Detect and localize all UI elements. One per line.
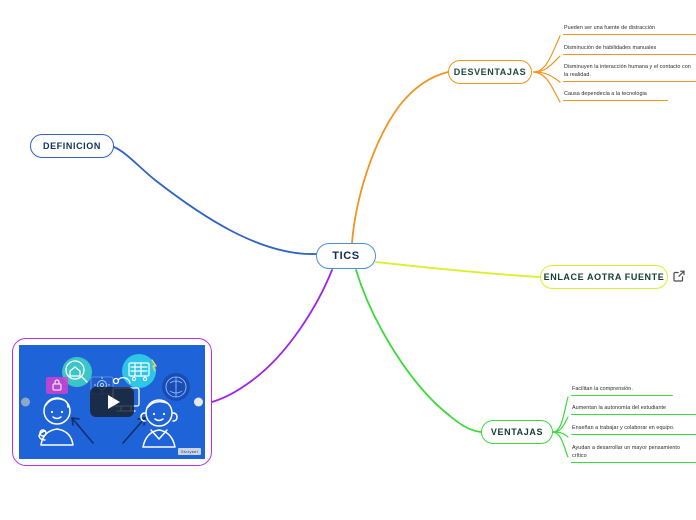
leaf-text: Ayudan a desarrollar un mayor pensamient… [572,445,681,459]
leaf-ventaja-3[interactable]: Ayudan a desarrollar un mayor pensamient… [571,445,696,465]
leaf-text: Causa dependecia a la tecnologia [564,91,647,97]
edge-ventaja-3 [552,431,569,458]
edge-ventaja-2 [552,431,569,438]
leaf-desventaja-2[interactable]: Disminuyen la interacción humana y el co… [563,64,696,84]
leaf-ventaja-0[interactable]: Facilitan la comprensión. [571,386,673,398]
leaf-underline [571,461,696,464]
edge-definicion [113,146,317,255]
leaf-underline [563,99,668,102]
leaf-underline [563,33,696,36]
node-enlace-a-otra-fuente[interactable]: ENLACE AOTRA FUENTE [540,265,668,289]
leaf-underline [563,80,696,83]
node-definicion[interactable]: DEFINICION [30,134,114,158]
leaf-desventaja-3[interactable]: Causa dependecia a la tecnologia [563,91,668,103]
play-button[interactable] [90,387,134,417]
leaf-underline [571,413,696,416]
node-tics-root[interactable]: TICS [316,243,376,269]
video-prev-dot[interactable] [21,397,30,407]
leaf-underline [571,394,673,397]
node-ventajas[interactable]: VENTAJAS [481,420,553,444]
edge-ventajas [355,269,482,433]
node-label: TICS [332,250,360,262]
leaf-text: Pueden ser una fuente de distracción [564,25,656,31]
node-label: ENLACE AOTRA FUENTE [543,272,665,282]
leaf-text: Aumentan la autonomía del estudiante [572,405,667,411]
edge-desventajas [351,71,449,244]
leaf-text: Disminuyen la interacción humana y el co… [564,64,691,78]
leaf-ventaja-2[interactable]: Enseñan a trabajar y colaborar en equipo… [571,425,696,437]
video-thumbnail[interactable]: Storyset [19,345,205,459]
edge-ventaja-0 [552,396,569,433]
leaf-underline [563,53,696,56]
video-next-dot[interactable] [194,397,203,407]
leaf-ventaja-1[interactable]: Aumentan la autonomía del estudiante [571,405,696,417]
leaf-text: Enseñan a trabajar y colaborar en equipo… [572,425,675,431]
play-icon [107,395,120,409]
leaf-desventaja-0[interactable]: Pueden ser una fuente de distracción [563,25,696,37]
leaf-text: Disminución de habilidades manuales [564,45,657,51]
node-label: DESVENTAJAS [453,67,527,77]
edge-ventaja-1 [552,416,569,433]
external-link-icon[interactable] [672,269,686,283]
edge-desventaja-2 [533,71,561,83]
edge-desventaja-3 [533,71,561,103]
node-desventajas[interactable]: DESVENTAJAS [448,60,532,84]
edge-video [211,269,333,403]
node-label: DEFINICION [42,141,101,151]
leaf-underline [571,433,696,436]
video-embed-card[interactable]: Storyset [12,338,212,466]
leaf-desventaja-1[interactable]: Disminución de habilidades manuales [563,45,696,57]
edge-desventaja-1 [533,55,561,73]
leaf-text: Facilitan la comprensión. [572,386,633,392]
edge-enlace [375,261,541,278]
video-watermark-badge: Storyset [177,448,201,455]
node-label: VENTAJAS [490,427,544,437]
edge-desventaja-0 [533,35,561,73]
